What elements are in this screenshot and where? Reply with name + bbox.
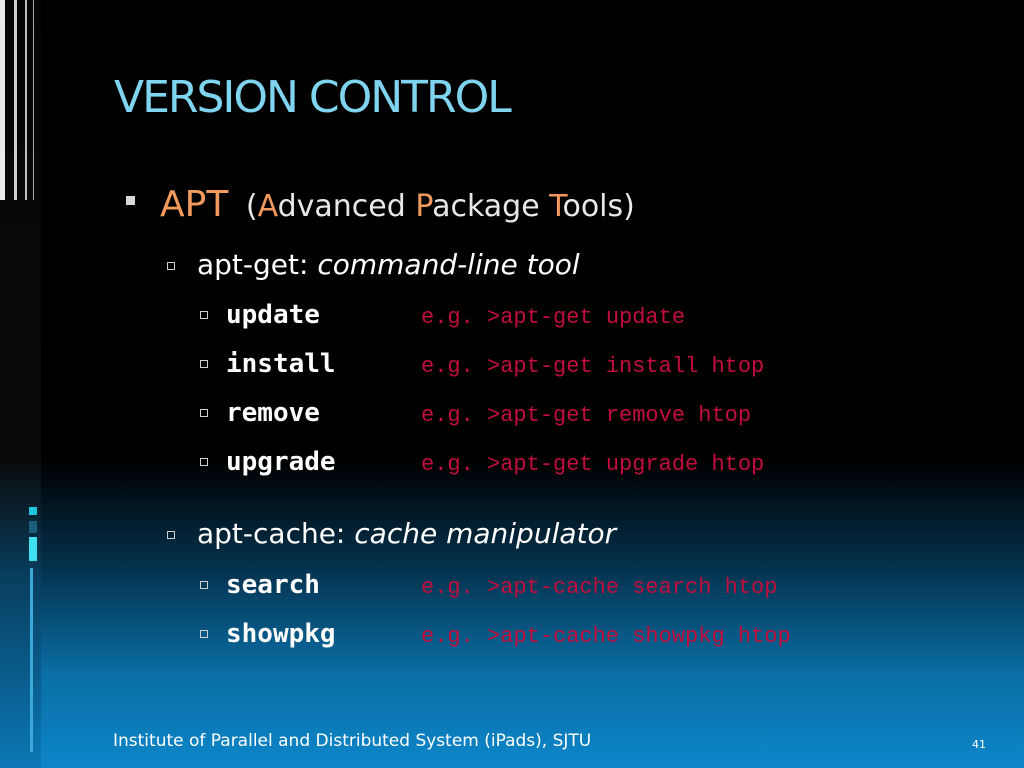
- accent-block: [29, 521, 37, 533]
- bullet-square-outline: [200, 581, 208, 589]
- bullet-square-outline: [167, 262, 175, 270]
- example-search: e.g. >apt-cache search htop: [421, 575, 778, 600]
- example-remove: e.g. >apt-get remove htop: [421, 403, 752, 428]
- apt-get-label: apt-get:: [197, 248, 318, 281]
- accent-block: [29, 537, 37, 561]
- command-update: update: [226, 300, 320, 330]
- example-upgrade: e.g. >apt-get upgrade htop: [421, 452, 765, 477]
- apt-heading: APT (Advanced Package Tools): [160, 184, 635, 225]
- example-install: e.g. >apt-get install htop: [421, 354, 765, 379]
- apt-name: APT: [160, 184, 229, 225]
- command-showpkg: showpkg: [226, 619, 336, 649]
- command-upgrade: upgrade: [226, 447, 336, 477]
- decorative-line: [0, 0, 5, 200]
- bullet-square-outline: [200, 630, 208, 638]
- apt-get-desc: command-line tool: [317, 248, 580, 281]
- bullet-square-filled: [126, 196, 135, 205]
- slide-title: VERSION CONTROL: [114, 72, 512, 123]
- apt-letter-p: P: [415, 189, 433, 224]
- bullet-square-outline: [200, 409, 208, 417]
- decorative-line: [14, 0, 17, 200]
- accent-block: [29, 507, 37, 515]
- apt-word-p: ackage: [432, 189, 550, 224]
- left-decorative-bar: [0, 0, 41, 768]
- command-remove: remove: [226, 398, 320, 428]
- footer-institution: Institute of Parallel and Distributed Sy…: [113, 731, 592, 751]
- apt-word-t: ools): [562, 189, 635, 224]
- apt-word-a: dvanced: [277, 189, 416, 224]
- bullet-square-outline: [200, 458, 208, 466]
- bullet-square-outline: [167, 531, 175, 539]
- command-search: search: [226, 570, 320, 600]
- apt-cache-desc: cache manipulator: [354, 517, 617, 550]
- example-showpkg: e.g. >apt-cache showpkg htop: [421, 624, 791, 649]
- example-update: e.g. >apt-get update: [421, 305, 686, 330]
- bullet-square-outline: [200, 311, 208, 319]
- decorative-line: [33, 0, 34, 200]
- apt-letter-a: A: [257, 189, 278, 224]
- apt-get-line: apt-get: command-line tool: [197, 248, 580, 281]
- apt-letter-t: T: [549, 189, 563, 224]
- apt-cache-label: apt-cache:: [197, 517, 355, 550]
- apt-open-paren: (: [245, 189, 258, 224]
- accent-line: [30, 568, 33, 752]
- apt-cache-line: apt-cache: cache manipulator: [197, 517, 616, 550]
- page-number: 41: [972, 738, 986, 751]
- decorative-line: [25, 0, 27, 200]
- command-install: install: [226, 349, 336, 379]
- bullet-square-outline: [200, 360, 208, 368]
